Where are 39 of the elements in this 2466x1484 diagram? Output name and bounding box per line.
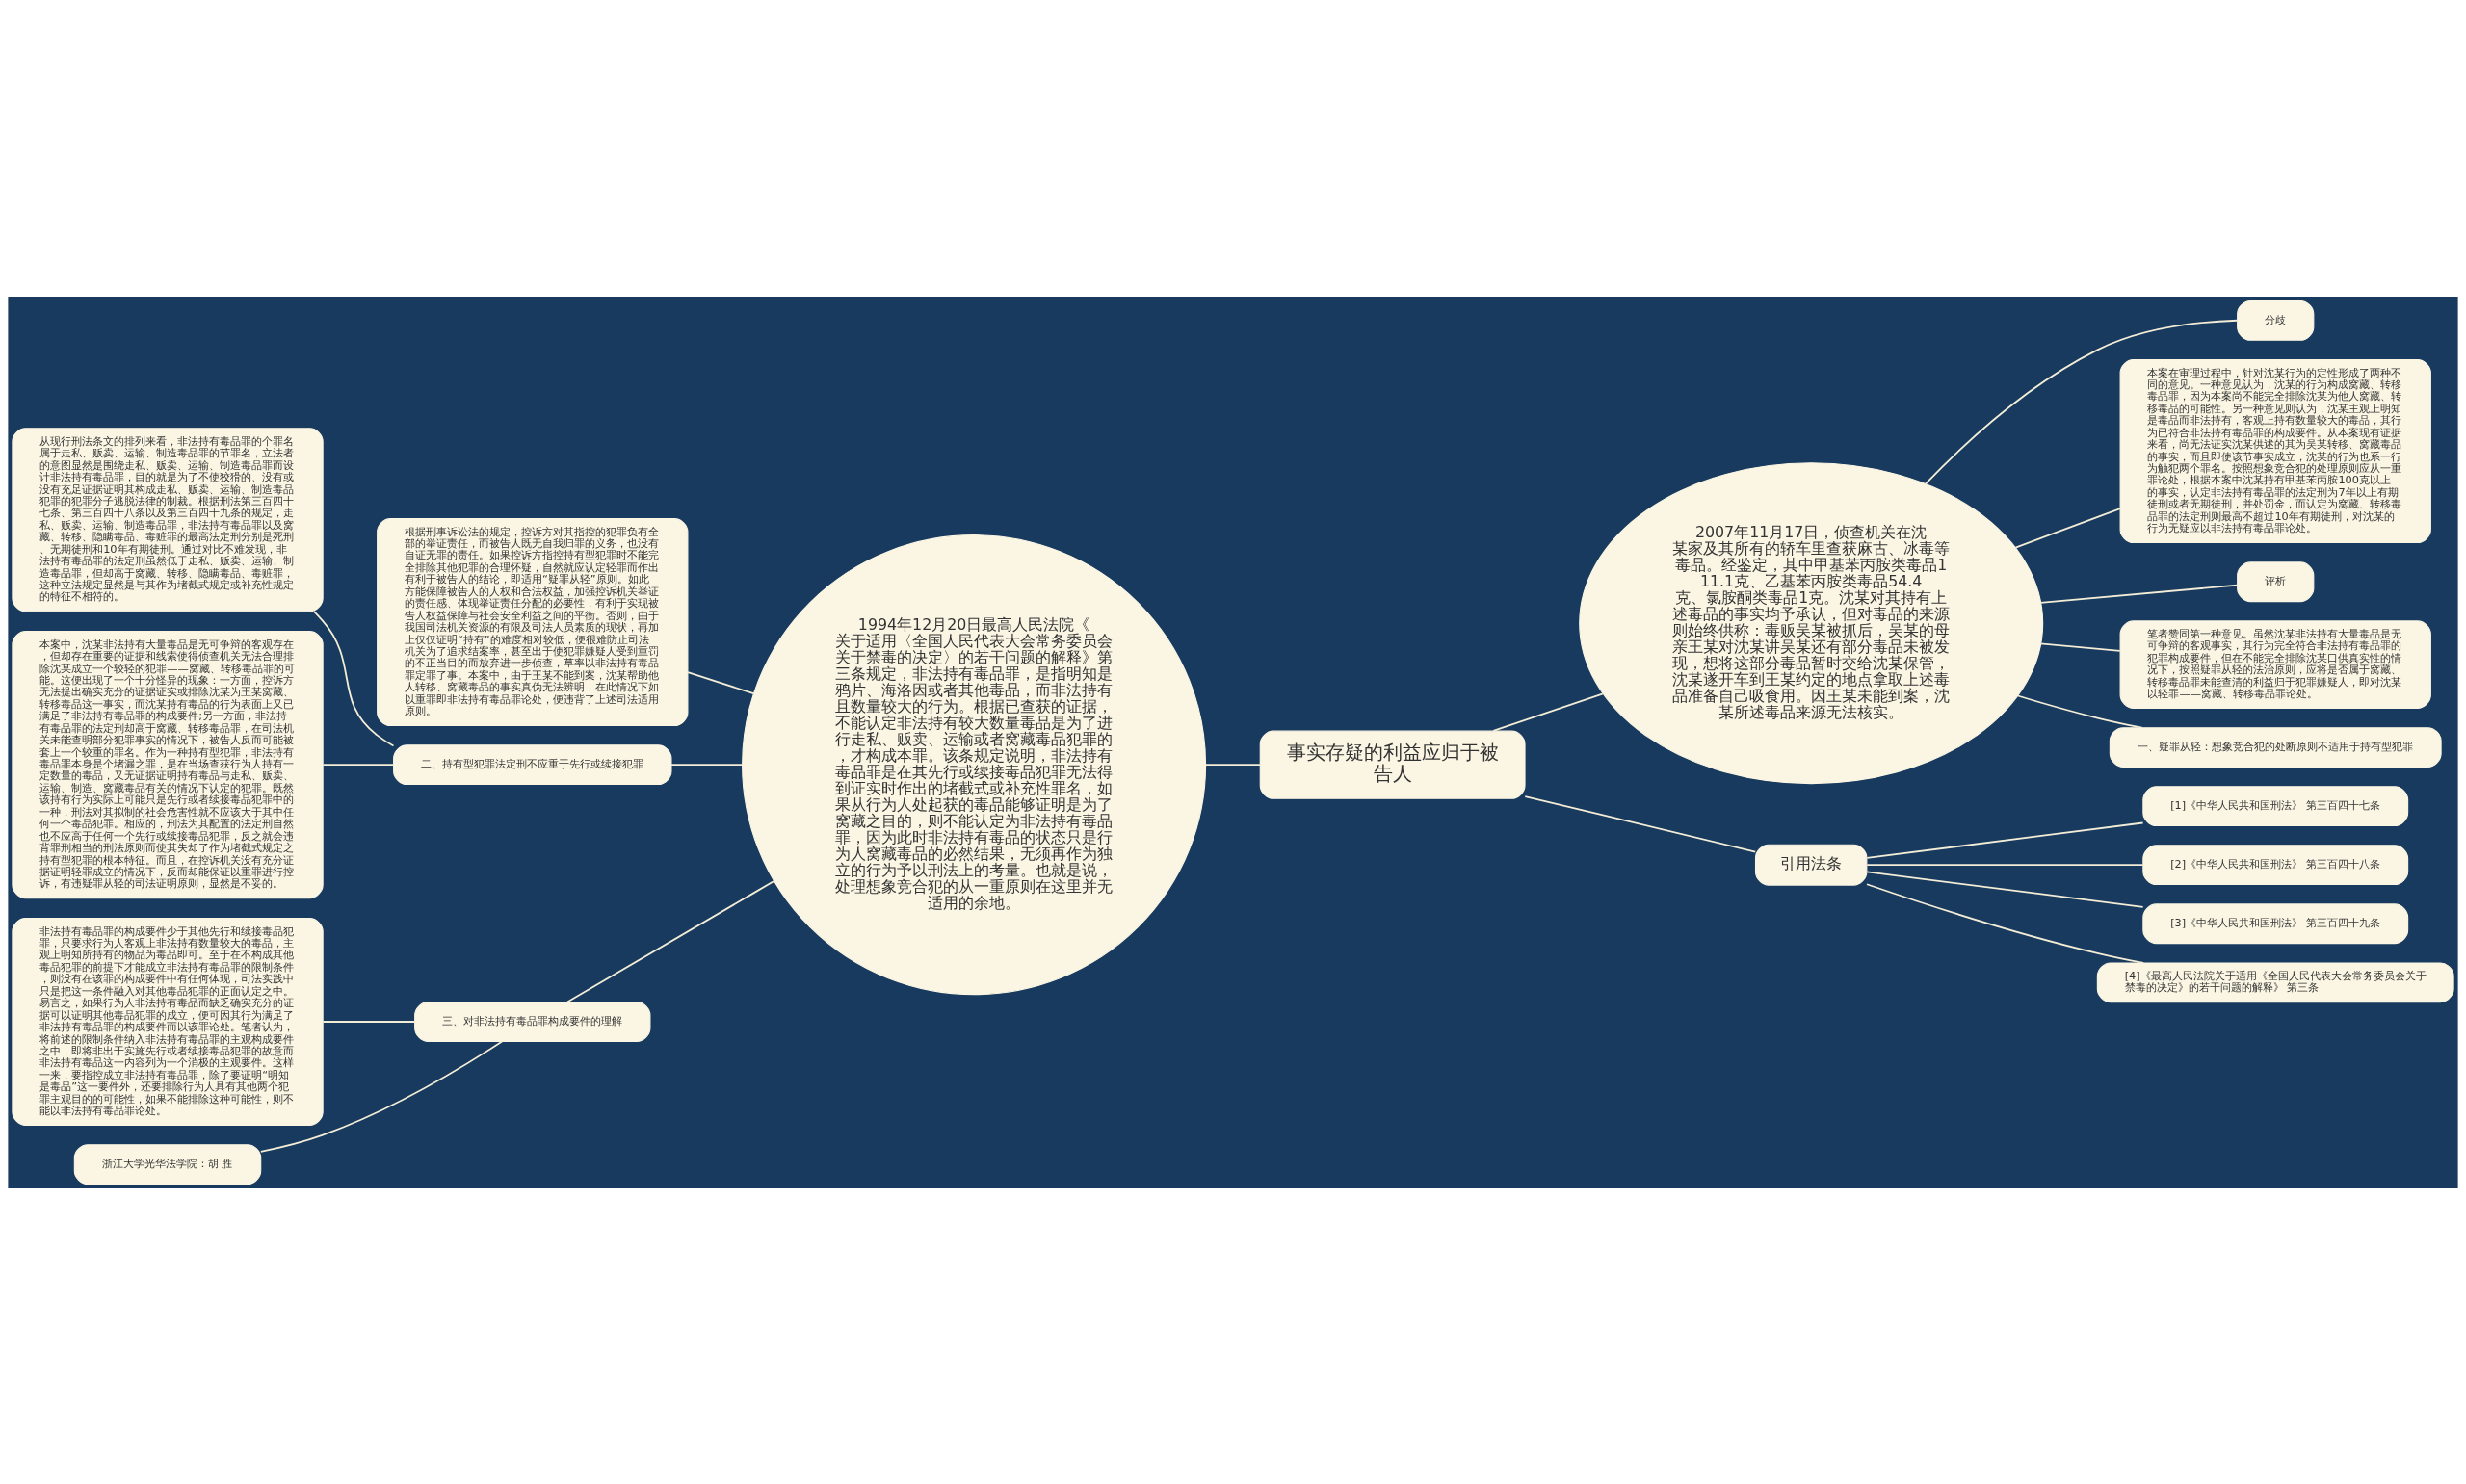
node-box: 二、持有型犯罪法定刑不应重于先行或续接犯罪 xyxy=(393,743,672,785)
node-box: 一、疑罪从轻：想象竞合犯的处断原则不适用于持有型犯罪 xyxy=(2109,726,2442,768)
node-box: 本案在审理过程中，针对沈某行为的定性形成了两种不同的意见。一种意见认为，沈某的行为构成窝藏、转移毒品罪，因为本案尚不能完全排除沈某为他人窝藏、转移毒品的可能性。另一种意见则认为，沈某主观上明知是毒品而非法持有，客观上持有数量较大的毒品，其行为已符合非法持有毒品罪的构成要件。从本案现有证据来看，尚无法证实沈某供述的其为吴某转移、窝藏毒品的事实，而且即使该节事实成立，沈某的行为也系一行为触犯两个罪名。按照想象竞合犯的处理原则应从一重罪论处，根据本案中沈某持有甲基苯丙胺100克以上的事实，认定非法持有毒品罪的法定刑为7年以上有期徒刑或者无期徒刑，并处罚金，而认定为窝藏、转移毒品罪的法定刑则最高不超过10年有期徒刑，对沈某的行为无疑应以非法持有毒品罪论处。 xyxy=(2119,358,2431,543)
connector xyxy=(2040,584,2239,604)
connector xyxy=(1204,763,1262,766)
node-circle: 1994年12月20日最高人民法院《关于适用〈全国人民代表大会常务委员会关于禁毒的决定〉的若干问题的解释》第三条规定，非法持有毒品罪，是指明知是鸦片、海洛因或者其他毒品，而非法持有且数量较大的行为。根据已查获的证据，不能认定非法持有较大数量毒品是为了进行走私、贩卖、运输或者窝藏毒品犯罪的，才构成本罪。该条规定说明，非法持有毒品罪是在其先行或续接毒品犯罪无法得到证实时作出的堵截式或补充性罪名，如果从行为人处起获的毒品能够证明是为了窝藏之目的，则不能认定为非法持有毒品罪，因为此时非法持有毒品的状态只是行为人窝藏毒品的必然结果，无须再作为独立的行为予以刑法上的考量。也就是说，处理想象竞合犯的从一重原则在这里并无适用的余地。 xyxy=(742,534,1207,995)
node-box: 引用法条 xyxy=(1754,844,1868,886)
connector xyxy=(687,670,755,694)
connector xyxy=(1925,319,2239,484)
connector xyxy=(313,610,395,746)
node-box: 分歧 xyxy=(2237,299,2315,341)
node-box: 三、对非法持有毒品罪构成要件的理解 xyxy=(414,1001,651,1042)
connector xyxy=(1524,794,1757,852)
connector xyxy=(2040,642,2121,652)
node-box: 从现行刑法条文的排列来看，非法持有毒品罪的个罪名属于走私、贩卖、运输、制造毒品罪的节罪名，立法者的意图显然是围绕走私、贩卖、运输、制造毒品罪而设计非法持有毒品罪，目的就是为了不使狡猾的、没有或没有充足证据证明其构成走私、贩卖、运输、制造毒品犯罪的犯罪分子逃脱法律的制裁。根据刑法第三百四十七条、第三百四十八条以及第三百四十九条的规定，走私、贩卖、运输、制造毒品罪，非法持有毒品罪以及窝藏、转移、隐瞒毒品、毒赃罪的最高法定刑分别是死刑、无期徒刑和10年有期徒刑。通过对比不难发现，非法持有毒品罪的法定刑虽然低于走私、贩卖、运输、制造毒品罪，但却高于窝藏、转移、隐瞒毒品、毒赃罪，这种立法规定显然是与其作为堵截式规定或补充性规定的特征不相符的。 xyxy=(12,427,324,612)
connector xyxy=(670,763,743,766)
node-box: 评析 xyxy=(2237,560,2315,602)
connector xyxy=(259,1040,504,1153)
node-box: 事实存疑的利益应归于被告人 xyxy=(1259,730,1526,799)
node-ellipse: 2007年11月17日，侦查机关在沈某家及其所有的轿车里查获麻古、冰毒等毒品。经鉴定，其中甲基苯丙胺类毒品111.1克、乙基苯丙胺类毒品54.4克、氯胺酮类毒品1克。沈某对其持有上述毒品的事实均予承认，但对毒品的来源则始终供称：毒贩吴某被抓后，吴某的母亲王某对沈某讲吴某还有部分毒品未被发现，想将这部分毒品暂时交给沈某保管，沈某遂开车到王某约定的地点拿取上述毒品准备自己吸食用。因王某未能到案，沈某所述毒品来源无法核实。 xyxy=(1579,461,2044,784)
connector xyxy=(322,1020,416,1023)
node-box: [4]《最高人民法院关于适用《全国人民代表大会常务委员会关于禁毒的决定》的若干问题的解释》 第三条 xyxy=(2096,961,2454,1002)
node-box: [2]《中华人民共和国刑法》 第三百四十八条 xyxy=(2142,844,2409,885)
node-box: 本案中，沈某非法持有大量毒品是无可争辩的客观存在，但却存在重要的证据和线索使得侦查机关无法合理排除沈某成立一个较轻的犯罪——窝藏、转移毒品罪的可能。这便出现了一个十分怪异的现象：一方面，控诉方无法提出确实充分的证据证实或排除沈某为王某窝藏、转移毒品这一事实，而沈某持有毒品的行为表面上又已满足了非法持有毒品罪的构成要件;另一方面，非法持有毒品罪的法定刑却高于窝藏、转移毒品罪，在司法机关未能查明部分犯罪事实的情况下，被告人反而可能被套上一个较重的罪名。作为一种持有型犯罪，非法持有毒品罪本身是个堵漏之罪，是在当场查获行为人持有一定数量的毒品，又无证据证明持有毒品与走私、贩卖、运输、制造、窝藏毒品有关的情况下认定的犯罪。既然该持有行为实际上可能只是先行或者续接毒品犯罪中的一种，刑法对其拟制的社会危害性就不应该大于其中任何一个毒品犯罪。相应的，刑法为其配置的法定刑自然也不应高于任何一个先行或续接毒品犯罪，反之就会违背罪刑相当的刑法原则而使其失却了作为堵截式规定之持有型犯罪的根本特征。而且，在控诉机关没有充分证据证明轻罪成立的情况下，反而却能保证以重罪进行控诉，有违疑罪从轻的司法证明原则，显然是不妥的。 xyxy=(12,630,324,898)
node-box: 非法持有毒品罪的构成要件少于其他先行和续接毒品犯罪，只要求行为人客观上非法持有数量较大的毒品，主观上明知所持有的物品为毒品即可。至于在不构成其他毒品犯罪的前提下才能成立非法持有毒品罪的限制条件，则没有在该罪的构成要件中有任何体现，司法实践中只是把这一条件融入对其他毒品犯罪的正面认定之中。易言之，如果行为人非法持有毒品而缺乏确实充分的证据可以证明其他毒品犯罪的成立，便可因其行为满足了非法持有毒品罪的构成要件而以该罪论处。笔者认为，将前述的限制条件纳入非法持有毒品罪的主观构成要件之中，即将非出于实施先行或者续接毒品犯罪的故意而非法持有毒品这一内容列为一个消极的主观要件。这样一来，要指控成立非法持有毒品罪，除了要证明“明知是毒品”这一要件外，还要排除行为人具有其他两个犯罪主观目的的可能性，如果不能排除这种可能性，则不能以非法持有毒品罪论处。 xyxy=(12,917,324,1126)
node-box: [3]《中华人民共和国刑法》 第三百四十九条 xyxy=(2142,902,2409,944)
connector xyxy=(1866,863,2144,866)
connector xyxy=(1866,882,2145,964)
connector xyxy=(322,763,395,766)
connector xyxy=(566,879,775,1002)
connector xyxy=(1866,871,2144,908)
node-box: 浙江大学光华法学院：胡 胜 xyxy=(73,1143,262,1185)
connector xyxy=(1492,691,1604,732)
connector xyxy=(1866,821,2144,859)
node-box: 笔者赞同第一种意见。虽然沈某非法持有大量毒品是无可争辩的客观事实，其行为完全符合非法持有毒品罪的犯罪构成要件，但在不能完全排除沈某口供真实性的情况下，按照疑罪从轻的法治原则，应将是否属于窝藏、转移毒品罪未能查清的利益归于犯罪嫌疑人，即对沈某以轻罪——窝藏、转移毒品罪论处。 xyxy=(2119,619,2431,709)
node-box: [1]《中华人民共和国刑法》 第三百四十七条 xyxy=(2142,785,2409,826)
node-box: 根据刑事诉讼法的规定，控诉方对其指控的犯罪负有全部的举证责任，而被告人既无自我归罪的义务，也没有自证无罪的责任。如果控诉方指控持有型犯罪时不能完全排除其他犯罪的合理怀疑，自然就应认定轻罪而作出有利于被告人的结论，即适用“疑罪从轻”原则。如此方能保障被告人的人权和合法权益，加强控诉机关举证的责任感、体现举证责任分配的必要性，有利于实现被告人权益保障与社会安全利益之间的平衡。否则，由于我国司法机关资源的有限及司法人员素质的现状，再加上仅仅证明“持有”的难度相对较低，便很难防止司法机关为了追求结案率，甚至出于使犯罪嫌疑人受到重罚的不正当目的而放弃进一步侦查，草率以非法持有毒品罪定罪了事。本案中，由于王某不能到案，沈某帮助他人转移、窝藏毒品的事实真伪无法辨明，在此情况下如以重罪即非法持有毒品罪论处，便违背了上述司法适用原则。 xyxy=(377,517,689,726)
connector xyxy=(2014,507,2121,548)
connector xyxy=(2016,694,2143,729)
